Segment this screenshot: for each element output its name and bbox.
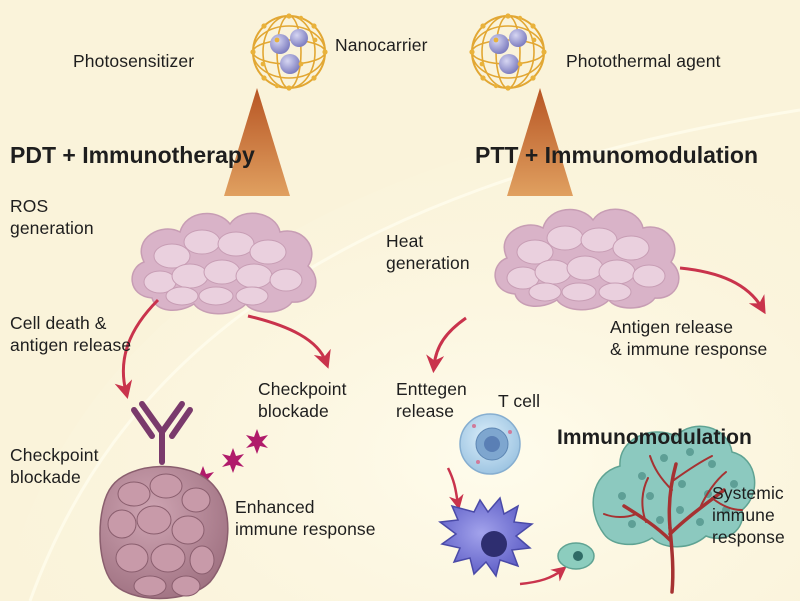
- macrophage-icon: [557, 542, 595, 570]
- antibody-icon: [131, 401, 193, 465]
- label-checkpoint-blockade-right: Checkpoint blockade: [258, 379, 347, 421]
- light-beam-icon: [507, 88, 573, 196]
- immune-tree-icon: [592, 425, 756, 594]
- label-photothermal-agent: Photothermal agent: [566, 51, 721, 71]
- label-checkpoint-blockade-left: Checkpoint blockade: [10, 445, 99, 487]
- heading-pdt-immunotherapy: PDT + Immunotherapy: [10, 142, 255, 168]
- label-enttegen-release: Enttegen release: [396, 379, 467, 421]
- label-heat-generation: Heat generation: [386, 231, 470, 273]
- label-photosensitizer: Photosensitizer: [73, 51, 195, 71]
- t-cell-icon: [459, 413, 521, 475]
- tumor-mass-icon: [99, 465, 229, 600]
- label-nanocarrier: Nanocarrier: [335, 35, 428, 55]
- dendritic-cell-icon: [438, 496, 534, 578]
- label-enhanced-immune-response: Enhanced immune response: [235, 497, 376, 539]
- heading-ptt-immunomodulation: PTT + Immunomodulation: [475, 142, 759, 168]
- heading-immunomodulation: Immunomodulation: [557, 426, 752, 449]
- light-beam-icon: [224, 88, 290, 196]
- label-ros-generation: ROS generation: [10, 196, 94, 238]
- label-t-cell: T cell: [498, 391, 541, 411]
- label-antigen-release: Antigen release & immune response: [610, 317, 768, 359]
- label-cell-death: Cell death & antigen release: [10, 313, 132, 355]
- label-systemic-immune-response: Systemic immune response: [712, 483, 785, 547]
